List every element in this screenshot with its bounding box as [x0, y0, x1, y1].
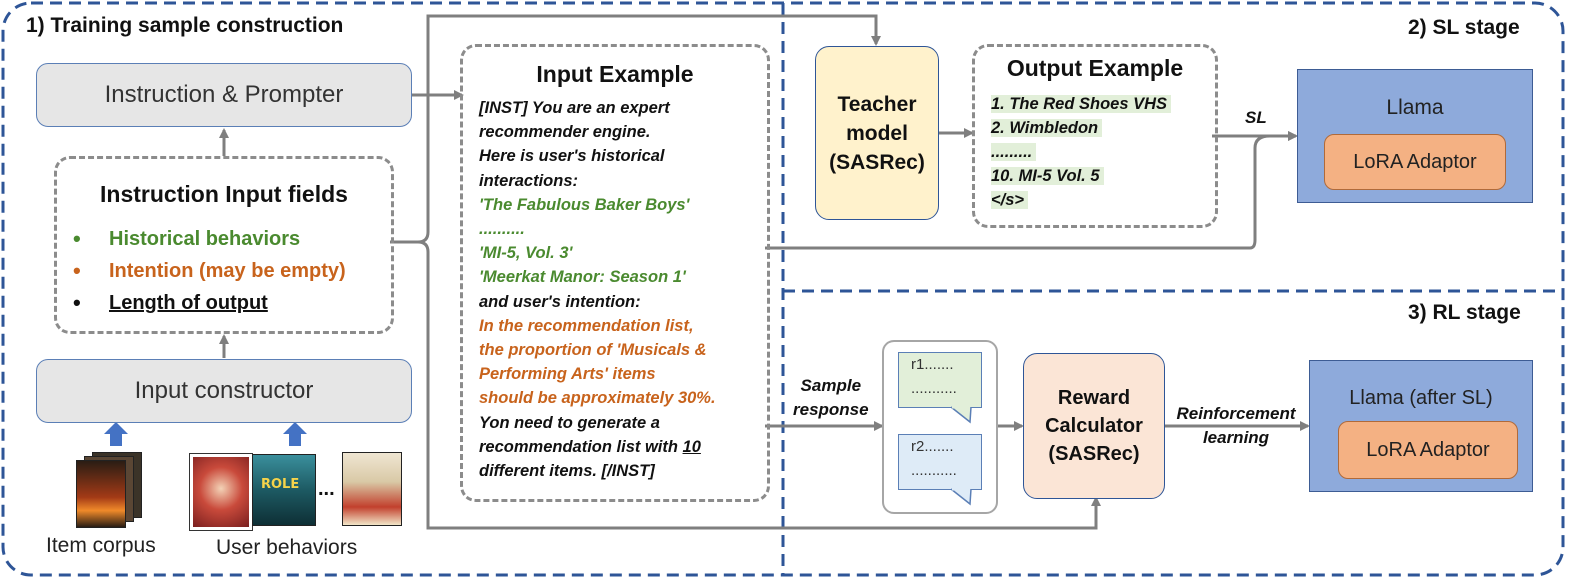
up-arrow-user-behaviors [283, 422, 307, 446]
input-constructor-label: Input constructor [134, 377, 314, 404]
sl-edge-label: SL [1245, 108, 1267, 127]
user-behavior-poster-1 [189, 453, 253, 531]
llama-sl-panel: Llama LoRA Adaptor [1297, 69, 1533, 203]
llama-rl-label: Llama (after SL) [1349, 387, 1493, 409]
up-arrow-item-corpus [104, 422, 128, 446]
item-corpus-poster-front [76, 460, 126, 528]
field-length-output: •Length of output [73, 290, 268, 315]
input-example-text: [INST] You are an expert recommender eng… [479, 99, 716, 481]
llama-sl-label: Llama [1386, 96, 1444, 119]
user-behavior-poster-3 [342, 452, 402, 526]
user-behaviors-ellipsis: ... [318, 478, 335, 500]
reward-calculator-box: Reward Calculator (SASRec) [1023, 353, 1165, 499]
lora-adaptor-sl: LoRA Adaptor [1324, 134, 1506, 190]
instruction-fields-title: Instruction Input fields [100, 181, 348, 207]
output-example-list: 1. The Red Shoes VHS 2. Wimbledon ......… [991, 92, 1215, 212]
teacher-model-box: Teacher model (SASRec) [815, 46, 939, 220]
input-example-box: Input Example [INST] You are an expert r… [460, 44, 770, 502]
reinforcement-learning-label: Reinforcement learning [1176, 404, 1296, 447]
user-behavior-poster-2: ROLE [252, 454, 316, 526]
response-bubble-r1: r1....... ........... [898, 352, 982, 408]
output-example-title: Output Example [1006, 55, 1184, 81]
llama-rl-panel: Llama (after SL) LoRA Adaptor [1309, 360, 1533, 492]
section-label-rl: 3) RL stage [1408, 301, 1521, 324]
response-bubble-r2-tail [950, 488, 972, 506]
output-example-box: Output Example 1. The Red Shoes VHS 2. W… [972, 44, 1218, 228]
user-behaviors-label: User behaviors [216, 536, 358, 559]
input-constructor-box: Input constructor [36, 359, 412, 423]
response-bubble-r1-tail [950, 406, 972, 424]
sample-response-label: Sample response [793, 376, 869, 419]
instruction-prompter-box: Instruction & Prompter [36, 63, 412, 127]
field-intention: •Intention (may be empty) [73, 258, 346, 283]
input-example-title: Input Example [536, 61, 694, 87]
lora-adaptor-rl: LoRA Adaptor [1338, 421, 1518, 479]
field-historical-behaviors: •Historical behaviors [73, 226, 301, 251]
item-corpus-label: Item corpus [46, 534, 156, 557]
response-bubble-r2: r2....... ........... [898, 434, 982, 490]
section-label-sl: 2) SL stage [1408, 16, 1520, 39]
instruction-prompter-label: Instruction & Prompter [104, 81, 344, 108]
section-label-training: 1) Training sample construction [26, 14, 344, 37]
instruction-fields-box: Instruction Input fields •Historical beh… [54, 156, 394, 334]
